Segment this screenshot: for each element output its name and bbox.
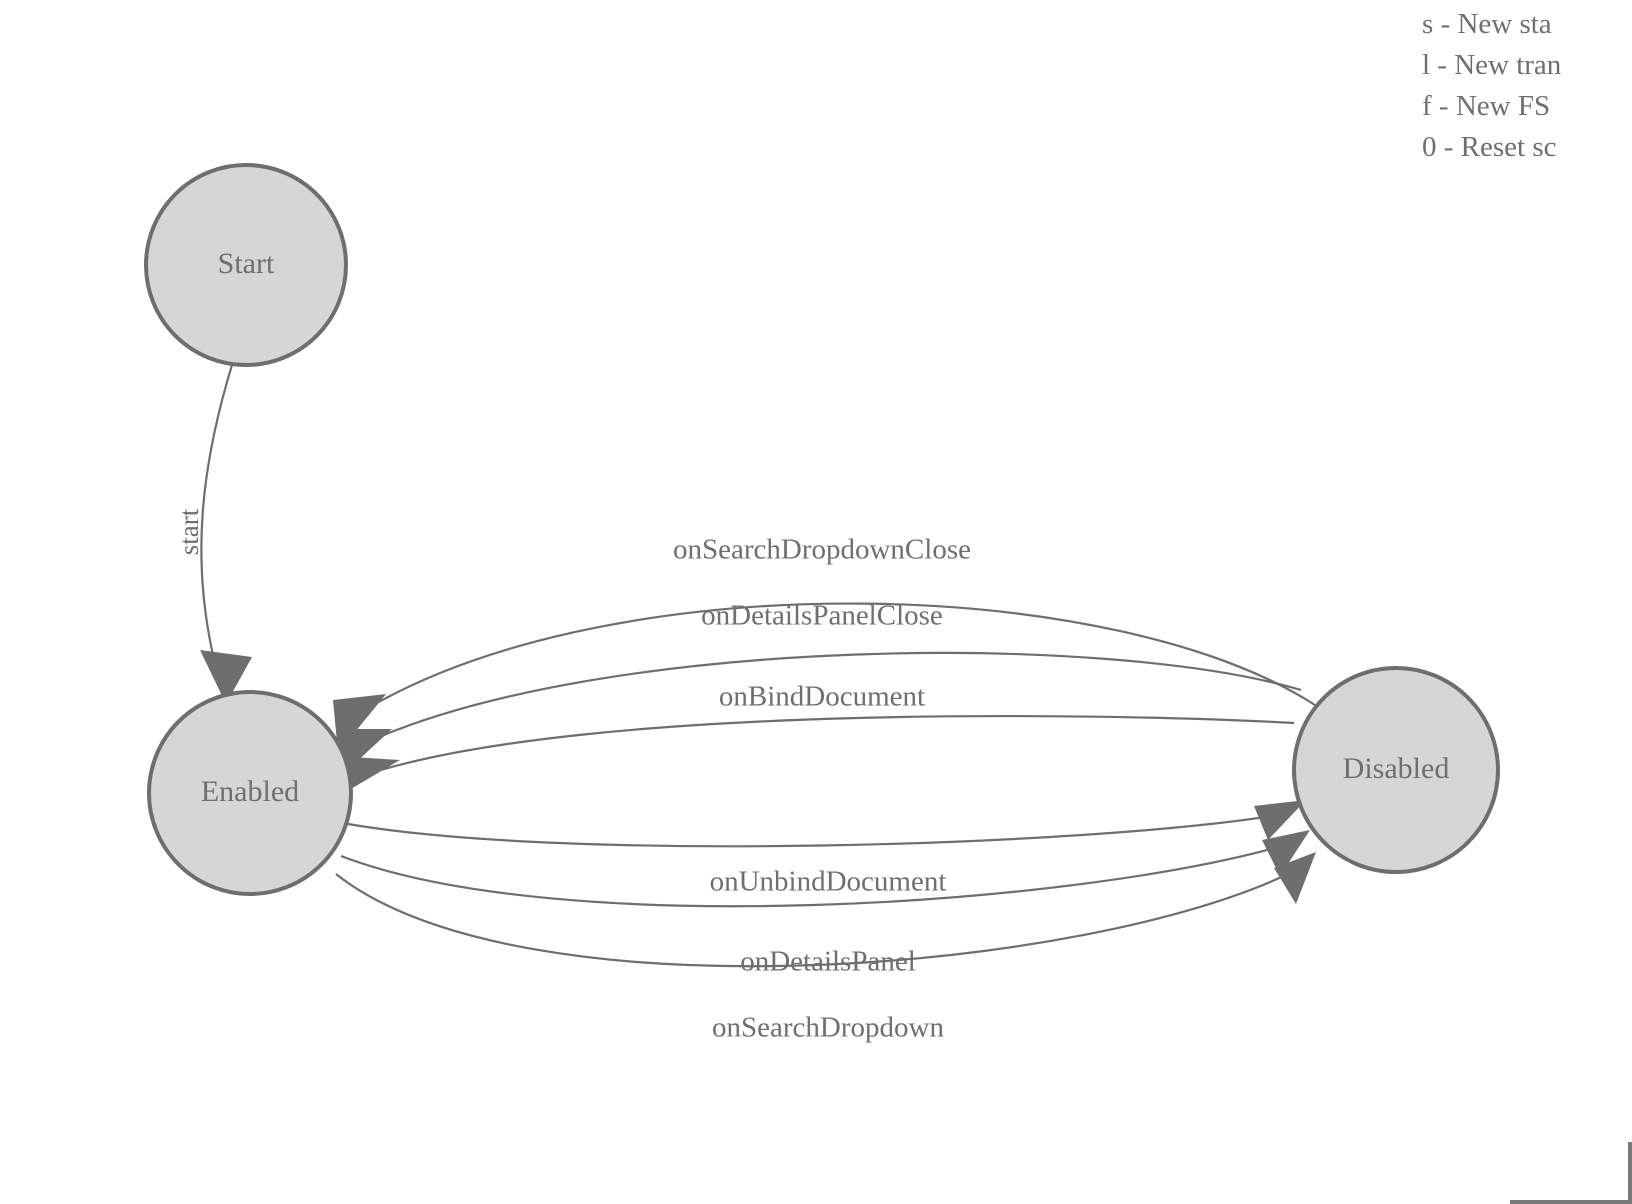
transition-ondetailspanel-arrowhead <box>1262 830 1310 876</box>
help-line-new-transition: l - New tran <box>1422 49 1562 81</box>
transition-onunbinddocument-label: onUnbindDocument <box>710 866 947 898</box>
transition-onsearchdropdown-label: onSearchDropdown <box>712 1012 944 1044</box>
transition-onsearchdropdownclose-path <box>367 602 1319 709</box>
state-node-enabled[interactable]: Enabled <box>147 690 353 896</box>
state-node-start[interactable]: Start <box>144 163 348 367</box>
transition-start-label: start <box>174 508 204 555</box>
transition-onsearchdropdown[interactable]: onSearchDropdown <box>335 852 1316 1044</box>
state-node-disabled-label: Disabled <box>1343 752 1450 785</box>
transition-onbinddocument-label: onBindDocument <box>719 681 925 713</box>
state-node-start-circle <box>144 163 348 367</box>
transition-onunbinddocument-arrowhead <box>1254 800 1306 840</box>
transition-onsearchdropdown-arrowhead <box>1274 852 1316 904</box>
transition-start-arrowhead <box>200 650 252 704</box>
state-node-enabled-label: Enabled <box>201 775 299 808</box>
transition-start[interactable]: start <box>174 364 252 704</box>
transition-onsearchdropdownclose-label: onSearchDropdownClose <box>673 534 971 566</box>
transition-ondetailspanelclose-path <box>371 651 1302 742</box>
state-node-start-label: Start <box>218 247 275 280</box>
transition-ondetailspanelclose-label: onDetailsPanelClose <box>701 600 943 632</box>
transition-onsearchdropdown-path <box>335 871 1293 968</box>
state-node-enabled-circle <box>147 690 353 896</box>
transition-onbinddocument-arrowhead <box>344 757 400 793</box>
transition-onsearchdropdownclose[interactable]: onSearchDropdownClose <box>333 534 1319 753</box>
help-line-new-state: s - New sta <box>1422 8 1552 40</box>
canvas-corner-bracket <box>1510 1142 1632 1204</box>
help-line-new-fsm: f - New FS <box>1422 90 1551 122</box>
transition-start-path <box>200 364 234 656</box>
transition-onbinddocument[interactable]: onBindDocument <box>344 681 1295 793</box>
transition-ondetailspanel[interactable]: onDetailsPanel <box>340 830 1310 978</box>
state-node-disabled[interactable]: Disabled <box>1292 666 1500 874</box>
transition-ondetailspanel-path <box>340 844 1283 908</box>
transition-onunbinddocument-path <box>347 814 1273 848</box>
help-legend: s - New sta l - New tran f - New FS 0 - … <box>1422 0 1632 168</box>
state-node-disabled-circle <box>1292 666 1500 874</box>
help-line-reset-scale: 0 - Reset sc <box>1422 131 1557 163</box>
transition-onbinddocument-path <box>380 714 1295 772</box>
transition-onunbinddocument[interactable]: onUnbindDocument <box>347 800 1306 898</box>
